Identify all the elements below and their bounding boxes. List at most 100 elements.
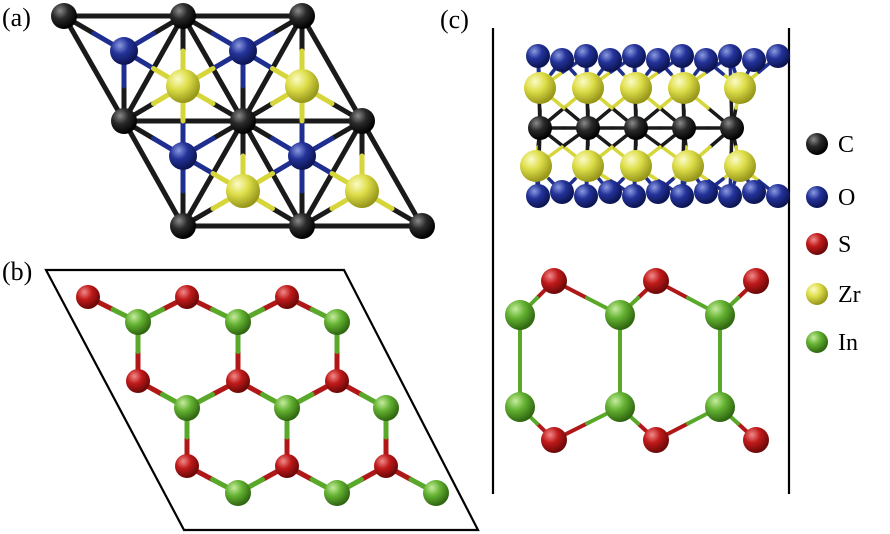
oxygen-atom: [526, 184, 550, 208]
legend-label: C: [838, 132, 854, 158]
oxygen-atom: [670, 184, 694, 208]
zr-atom-swatch: [806, 283, 828, 305]
oxygen-atom: [598, 180, 622, 204]
unit-cell-outline: [44, 268, 480, 532]
s-atom-swatch: [806, 233, 828, 255]
indium-atom: [324, 480, 350, 506]
carbon-atom: [349, 108, 375, 134]
indium-atom: [505, 392, 535, 422]
legend-item-c: C: [806, 132, 854, 158]
carbon-atom: [528, 116, 552, 140]
panel-a-label: (a): [2, 3, 31, 32]
zirconium-atom: [672, 150, 704, 182]
oxygen-atom: [694, 180, 718, 204]
oxygen-atom: [526, 44, 550, 68]
indium-atom: [505, 300, 535, 330]
bonds-c: [518, 54, 780, 442]
carbon-atom: [289, 213, 315, 239]
carbon-atom: [672, 116, 696, 140]
zirconium-atom: [724, 150, 756, 182]
carbon-atom: [409, 213, 435, 239]
sulfur-atom: [541, 268, 567, 294]
oxygen-atom: [229, 37, 257, 65]
oxygen-atom: [622, 44, 646, 68]
oxygen-atom: [550, 180, 574, 204]
indium-atom: [605, 392, 635, 422]
sulfur-atom: [226, 369, 250, 393]
zirconium-atom: [345, 174, 379, 208]
indium-atom: [274, 395, 300, 421]
legend-item-in: In: [806, 330, 858, 356]
indium-atom: [605, 300, 635, 330]
atoms-c: [505, 44, 790, 453]
zirconium-atom: [572, 72, 604, 104]
indium-atom: [225, 480, 251, 506]
carbon-atom: [170, 3, 196, 29]
sulfur-atom: [743, 268, 769, 294]
carbon-atom: [624, 116, 648, 140]
zirconium-atom: [285, 69, 319, 103]
sulfur-atom: [175, 285, 199, 309]
zirconium-atom: [724, 72, 756, 104]
oxygen-atom: [718, 184, 742, 208]
zirconium-atom: [620, 72, 652, 104]
oxygen-atom: [288, 142, 316, 170]
oxygen-atom: [694, 48, 718, 72]
panel-c: (c): [440, 5, 791, 494]
oxygen-atom: [766, 44, 790, 68]
indium-atom: [705, 300, 735, 330]
sulfur-atom: [275, 285, 299, 309]
atoms-a: [51, 3, 435, 239]
o-atom-swatch: [806, 186, 828, 208]
legend-label: S: [838, 232, 851, 258]
sulfur-atom: [643, 427, 669, 453]
legend-label: O: [838, 185, 855, 211]
indium-atom: [705, 392, 735, 422]
carbon-atom: [230, 108, 256, 134]
oxygen-atom: [742, 48, 766, 72]
oxygen-atom: [550, 48, 574, 72]
panel-b: (b): [2, 257, 480, 532]
atoms-b: [76, 285, 449, 506]
oxygen-atom: [110, 37, 138, 65]
panel-c-label: (c): [440, 5, 469, 34]
carbon-atom: [170, 213, 196, 239]
oxygen-atom: [766, 184, 790, 208]
indium-atom: [324, 309, 350, 335]
oxygen-atom: [670, 44, 694, 68]
panel-a: (a): [2, 3, 435, 239]
oxygen-atom: [718, 44, 742, 68]
carbon-atom: [289, 3, 315, 29]
oxygen-atom: [598, 48, 622, 72]
zirconium-atom: [668, 72, 700, 104]
zirconium-atom: [166, 69, 200, 103]
carbon-atom: [51, 3, 77, 29]
oxygen-atom: [622, 184, 646, 208]
panel-b-label: (b): [2, 257, 32, 286]
sulfur-atom: [175, 454, 199, 478]
indium-atom: [125, 309, 151, 335]
oxygen-atom: [742, 180, 766, 204]
oxygen-atom: [646, 180, 670, 204]
sulfur-atom: [76, 285, 100, 309]
carbon-atom: [111, 108, 137, 134]
oxygen-atom: [574, 44, 598, 68]
c-atom-swatch: [806, 133, 828, 155]
legend-item-s: S: [806, 232, 851, 258]
legend-item-zr: Zr: [806, 282, 861, 308]
sulfur-atom: [126, 369, 150, 393]
carbon-atom: [576, 116, 600, 140]
sulfur-atom: [643, 268, 669, 294]
legend-label: In: [838, 330, 858, 356]
oxygen-atom: [646, 48, 670, 72]
zirconium-atom: [226, 174, 260, 208]
sulfur-atom: [275, 454, 299, 478]
indium-atom: [423, 480, 449, 506]
legend-label: Zr: [838, 282, 861, 308]
sulfur-atom: [743, 427, 769, 453]
oxygen-atom: [574, 184, 598, 208]
sulfur-atom: [325, 369, 349, 393]
zirconium-atom: [524, 72, 556, 104]
zirconium-atom: [520, 150, 552, 182]
